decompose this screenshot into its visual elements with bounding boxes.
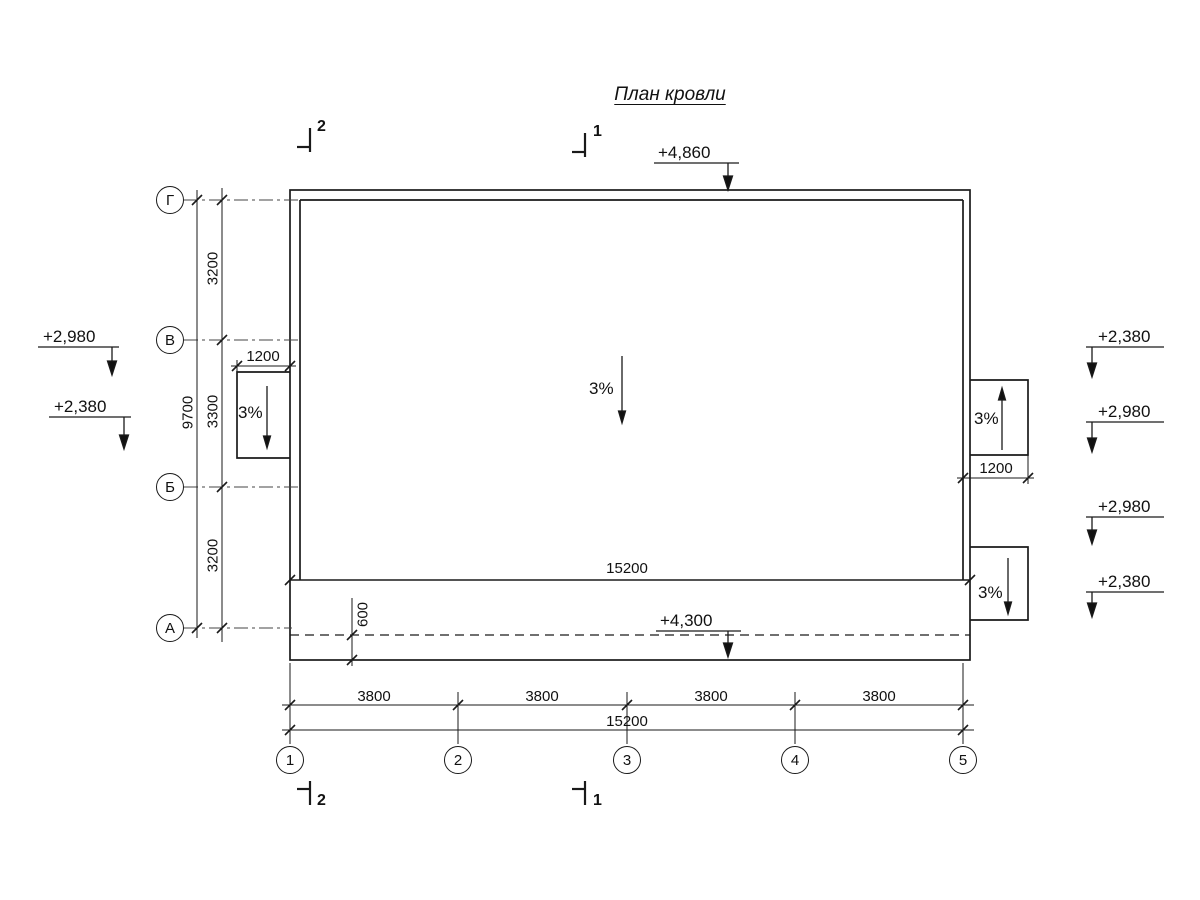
elevation-arrow-icon	[1086, 529, 1098, 547]
section-marks	[297, 128, 587, 805]
dim-row-segment-3: 3200	[204, 538, 222, 573]
dim-col-segment-4: 3800	[862, 688, 896, 705]
elevation-right-3: +2,980	[1098, 497, 1151, 516]
dimension-ticks	[191, 194, 1034, 736]
axis-bubble-1: 1	[276, 746, 304, 774]
axis-bubble-3: 3	[613, 746, 641, 774]
elevation-arrow-icon	[722, 642, 734, 660]
dim-row-segment-1: 3200	[204, 251, 222, 286]
axis-bubble-v: В	[156, 326, 184, 354]
dim-col-segment-2: 3800	[525, 688, 559, 705]
dim-right-canopy-width: 1200	[979, 460, 1013, 477]
elevation-roof-top: +4,860	[658, 143, 711, 162]
elevation-right-1: +2,380	[1098, 327, 1151, 346]
slope-left-canopy: 3%	[238, 403, 263, 422]
slope-arrows	[262, 356, 1013, 617]
elevation-arrow-icon	[1086, 362, 1098, 380]
dim-row-total: 9700	[179, 395, 197, 430]
elevation-arrow-icon	[106, 360, 118, 378]
right-lower-canopy-outline	[970, 546, 1029, 621]
elevation-left-upper: +2,980	[43, 327, 96, 346]
drawing-title: План кровли	[614, 84, 726, 105]
axis-bubble-b: Б	[156, 473, 184, 501]
axis-bubble-2: 2	[444, 746, 472, 774]
axis-label: Г	[165, 191, 175, 209]
left-canopy-outline	[236, 371, 290, 459]
slope-right-lower-canopy: 3%	[978, 583, 1003, 602]
axis-label: 3	[622, 751, 632, 769]
axis-bubble-4: 4	[781, 746, 809, 774]
axis-label: 1	[285, 751, 295, 769]
elevation-right-2: +2,980	[1098, 402, 1151, 421]
elevation-right-4: +2,380	[1098, 572, 1151, 591]
elevation-arrow-icon	[1086, 602, 1098, 620]
dim-overhang: 600	[354, 601, 372, 628]
axis-label: 4	[790, 751, 800, 769]
slope-arrow-down-icon	[262, 435, 272, 451]
elevation-left-lower: +2,380	[54, 397, 107, 416]
slope-main: 3%	[589, 379, 614, 398]
slope-arrow-down-icon	[1003, 601, 1013, 617]
right-upper-canopy-outline	[970, 379, 1029, 456]
roof-outline	[236, 189, 1029, 661]
dim-col-total: 15200	[606, 713, 648, 730]
elevation-roof-low-edge: +4,300	[660, 611, 713, 630]
axis-bubble-a: А	[156, 614, 184, 642]
dim-col-segment-3: 3800	[694, 688, 728, 705]
section-label-1-top: 1	[593, 123, 602, 140]
elevation-marks	[38, 162, 1164, 660]
axis-label: В	[164, 331, 175, 349]
axis-bubble-5: 5	[949, 746, 977, 774]
section-label-2-top: 2	[317, 118, 326, 135]
section-label-1-bottom: 1	[593, 792, 602, 809]
axis-bubble-g: Г	[156, 186, 184, 214]
dim-roof-width: 15200	[606, 560, 648, 577]
dim-left-canopy-width: 1200	[246, 348, 280, 365]
dim-col-segment-1: 3800	[357, 688, 391, 705]
axis-label: Б	[165, 478, 175, 496]
slope-arrow-up-icon	[997, 385, 1007, 401]
elevation-arrow-icon	[1086, 437, 1098, 455]
axis-label: 5	[958, 751, 968, 769]
slope-right-upper-canopy: 3%	[974, 409, 999, 428]
axis-center-lines	[184, 199, 300, 629]
elevation-arrow-icon	[722, 175, 734, 193]
section-label-2-bottom: 2	[317, 792, 326, 809]
elevation-arrow-icon	[118, 434, 130, 452]
dim-row-segment-2: 3300	[204, 394, 222, 429]
axis-label: 2	[453, 751, 463, 769]
axis-label: А	[164, 619, 175, 637]
slope-arrow-down-icon	[617, 410, 627, 426]
